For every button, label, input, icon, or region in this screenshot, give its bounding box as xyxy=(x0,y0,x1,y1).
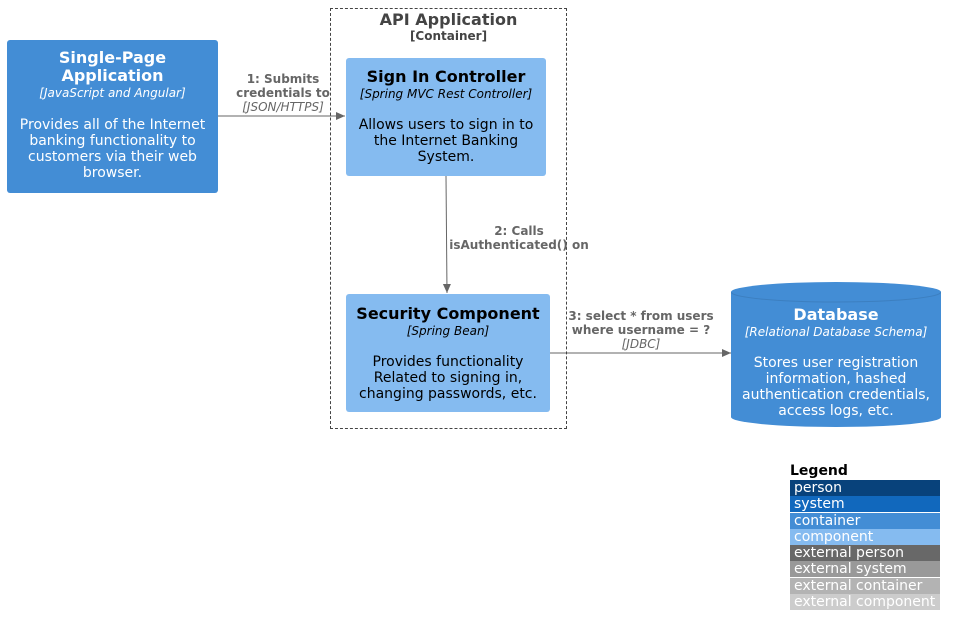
relation-technology: [JDBC] xyxy=(621,337,661,351)
node-technology: [Spring MVC Rest Controller] xyxy=(359,87,533,101)
node-title: Sign In Controller xyxy=(366,67,526,86)
relation-text-line2: isAuthenticated() on xyxy=(449,238,589,252)
legend-item: external container xyxy=(790,577,940,594)
relation-text-line1: 2: Calls xyxy=(494,224,544,238)
api-application-boundary: API Application [Container] xyxy=(330,8,567,429)
boundary-title: API Application xyxy=(379,10,518,29)
legend-item: component xyxy=(790,528,940,545)
relation-text-line1: 1: Submits xyxy=(246,72,320,86)
node-technology: [Spring Bean] xyxy=(406,324,490,338)
boundary-type: [Container] xyxy=(409,29,488,43)
relation-text-line2: where username = ? xyxy=(571,323,711,337)
relation-text-line1: 3: select * from users xyxy=(568,309,714,323)
node-title: Security Component xyxy=(356,304,540,323)
node-description: Stores user registration information, ha… xyxy=(742,355,930,419)
legend-title: Legend xyxy=(790,463,848,479)
node-title: Database xyxy=(793,305,879,324)
relation-label-submits: 1: Submits credentials to [JSON/HTTPS] xyxy=(230,72,336,114)
legend-item: external component xyxy=(790,594,940,611)
node-technology: [JavaScript and Angular] xyxy=(39,86,186,100)
legend-item: container xyxy=(790,512,940,529)
node-title: Single-Page Application xyxy=(58,48,167,85)
database-node[interactable]: Database [Relational Database Schema] St… xyxy=(731,282,941,427)
relation-technology: [JSON/HTTPS] xyxy=(242,100,324,114)
legend-item: person xyxy=(790,480,940,496)
relation-line-calls xyxy=(442,175,451,294)
legend-item: external system xyxy=(790,561,940,578)
relation-text-line2: credentials to xyxy=(236,86,330,100)
legend-item: system xyxy=(790,496,940,513)
node-technology: [Relational Database Schema] xyxy=(744,325,928,339)
security-component-node[interactable]: Security Component [Spring Bean] Provide… xyxy=(346,294,550,412)
legend-item: external person xyxy=(790,545,940,562)
single-page-application-node[interactable]: Single-Page Application [JavaScript and … xyxy=(7,40,218,193)
sign-in-controller-node[interactable]: Sign In Controller [Spring MVC Rest Cont… xyxy=(346,58,546,176)
node-description: Provides functionality Related to signin… xyxy=(359,354,537,402)
node-description: Allows users to sign in to the Internet … xyxy=(358,117,534,165)
database-cylinder-shape xyxy=(731,282,941,427)
relation-label-select: 3: select * from users where username = … xyxy=(566,309,716,351)
relation-label-calls: 2: Calls isAuthenticated() on xyxy=(446,224,592,252)
node-description: Provides all of the Internet banking fun… xyxy=(19,117,206,181)
